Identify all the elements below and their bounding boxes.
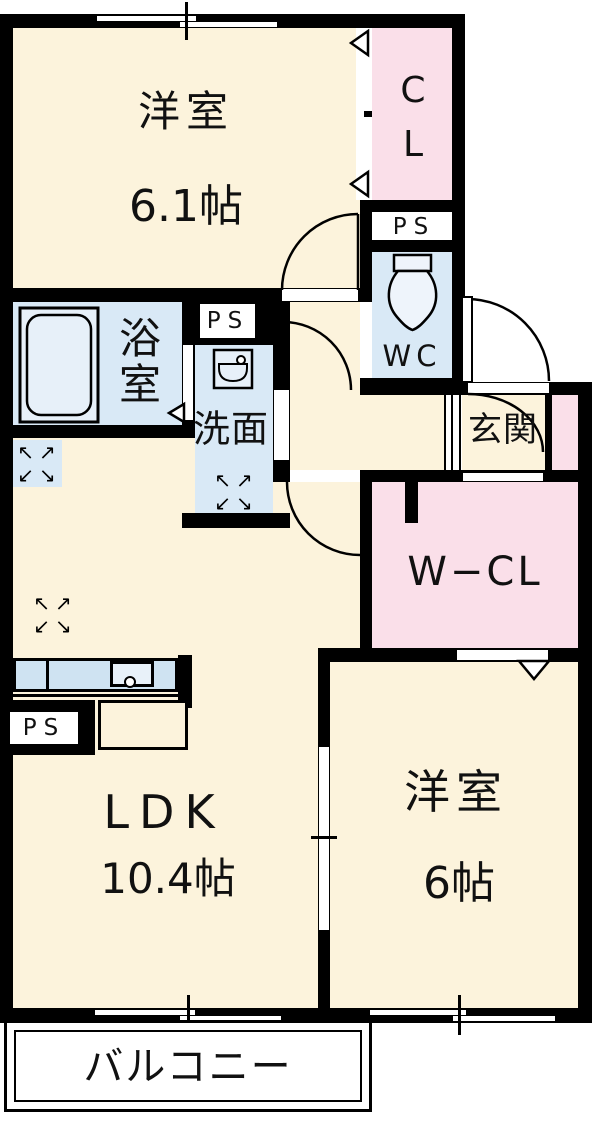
balcony — [4, 1020, 372, 1112]
wall-kitchen-stub — [178, 655, 192, 708]
divider-line — [451, 395, 453, 472]
wall-left — [0, 14, 13, 1023]
kitchen-island-counter — [98, 700, 188, 750]
room-label-cl: CL — [400, 70, 426, 165]
kitchen-counter-edge — [13, 694, 180, 697]
size-label-ldk: 10.4帖 — [100, 853, 236, 903]
room-label-balcony: バルコニー — [83, 1044, 293, 1090]
hall-entrance-divider — [444, 395, 462, 470]
room-label-wcl: W−CL — [407, 549, 543, 595]
room-label-bath: 浴室 — [118, 313, 161, 409]
floor-closet-cl — [372, 28, 452, 200]
cl-door-mid-tick — [364, 111, 372, 117]
wall-washroom-bottom — [182, 513, 290, 528]
window-tick — [458, 995, 461, 1035]
size-label-bedroom1: 6.1帖 — [129, 180, 243, 232]
ps-bottom-box — [10, 712, 78, 744]
room-label-ldk: LDK — [103, 784, 225, 839]
wcl-door-opening — [457, 650, 548, 660]
ldk-window — [180, 1016, 281, 1021]
expand-arrows-icon: ↖↗↙↘ — [33, 591, 77, 638]
ps-mid-box — [200, 304, 255, 338]
kitchen-counter-divider — [46, 658, 49, 692]
expand-arrows-icon: ↖↗↙↘ — [17, 440, 61, 487]
room-label-entrance: 玄関 — [468, 410, 538, 451]
wc-door-opening — [360, 302, 372, 378]
room-label-bedroom2: 洋室 — [404, 764, 508, 819]
room-label-washroom: 洗面 — [193, 407, 269, 451]
room-label-ps-mid: PS — [206, 307, 250, 334]
wall-wcl-left — [360, 482, 372, 650]
wall-wcl-bottom — [318, 648, 592, 662]
ps-top-box — [372, 212, 452, 240]
bath-door-opening — [183, 345, 193, 420]
expand-arrows-icon: ↖↗↙↘ — [214, 468, 258, 515]
window-tick — [185, 2, 188, 40]
door-swing-front-door — [466, 297, 551, 382]
bedroom2-window — [370, 1010, 466, 1015]
entrance-step — [463, 472, 543, 482]
room-label-ps-bottom: PS — [22, 714, 66, 741]
washer-space — [13, 440, 62, 487]
wall-wcl-stub — [405, 482, 418, 523]
size-label-bedroom2: 6帖 — [423, 857, 495, 909]
kitchen-faucet — [124, 676, 136, 688]
washroom-door-opening — [274, 390, 289, 460]
divider-line — [459, 395, 461, 472]
bedroom1-window — [97, 16, 196, 21]
window-tick — [187, 995, 190, 1035]
floor-bedroom2 — [330, 662, 578, 1008]
wall-right-upper — [452, 14, 465, 395]
hall-ldk-door-opening — [290, 470, 360, 482]
balcony-inner-rail — [14, 1030, 362, 1102]
wall-bath-bottom — [13, 425, 195, 438]
divider-line — [444, 395, 446, 472]
wall-right-lower — [578, 382, 592, 1023]
partition-tick — [311, 836, 337, 839]
room-label-bedroom1: 洋室 — [137, 86, 235, 136]
room-label-ps-top: PS — [392, 213, 436, 240]
wall-wc-bottom — [360, 378, 465, 395]
wall-entrance-right — [545, 395, 552, 470]
bedroom2-window — [453, 1016, 555, 1021]
bedroom1-window — [180, 22, 277, 27]
front-door-opening — [468, 383, 549, 393]
bedroom1-door-opening — [282, 289, 358, 301]
room-label-wc: WC — [382, 338, 442, 373]
floor-shoe-closet — [552, 395, 578, 470]
ldk-window — [95, 1010, 195, 1015]
